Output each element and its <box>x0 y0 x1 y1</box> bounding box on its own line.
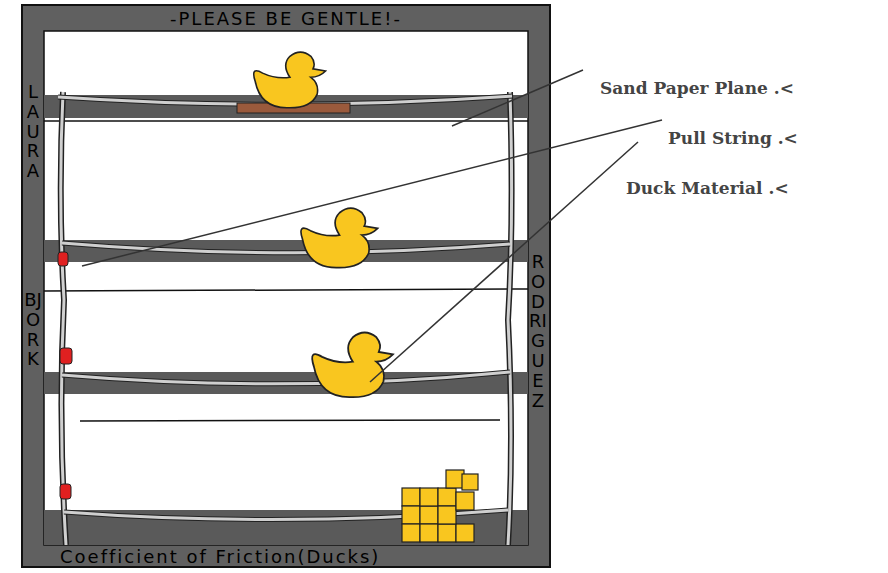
frame-inner <box>44 31 528 545</box>
shelf-line <box>80 420 500 421</box>
leader-line <box>370 142 638 382</box>
shelf-line <box>44 120 528 122</box>
shelf-line <box>44 289 528 291</box>
rubber-duck <box>254 52 326 108</box>
leader-line <box>82 120 662 266</box>
callout-label: Pull String .< <box>668 128 798 148</box>
author-name: BJORK <box>24 290 42 369</box>
duck-cubes <box>402 470 478 542</box>
string-marker <box>58 252 68 266</box>
pull-string <box>58 96 512 520</box>
callout-label: Sand Paper Plane .< <box>600 78 794 98</box>
frame <box>22 5 550 567</box>
shelf-band <box>44 240 528 262</box>
string-marker <box>60 348 72 364</box>
frame-title: -PLEASE BE GENTLE!- <box>170 8 402 29</box>
leader-line <box>452 70 583 126</box>
rubber-duck <box>301 208 378 267</box>
callout-label: Duck Material .< <box>626 178 789 198</box>
string <box>61 92 512 545</box>
author-name: LAURA <box>24 82 42 181</box>
rubber-duck <box>312 332 393 397</box>
author-name: RODRIGUEZ <box>529 252 547 410</box>
frame-caption: Coefficient of Friction(Ducks) <box>60 546 380 567</box>
string-marker <box>60 484 71 499</box>
shelf-band <box>44 372 528 394</box>
